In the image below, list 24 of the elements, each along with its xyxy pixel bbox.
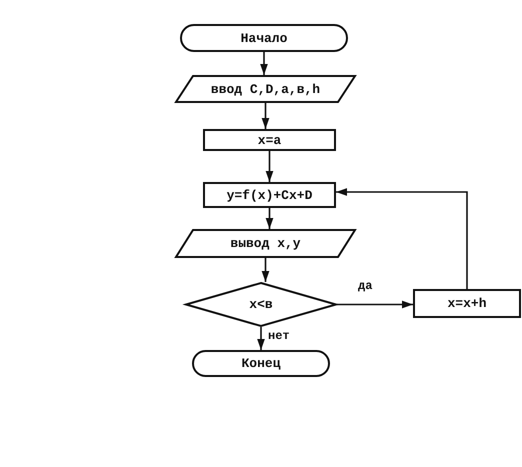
process-box [413,289,521,318]
node-text: y=f(x)+Cx+D [226,188,312,202]
arrow [336,188,468,289]
node-text: вывод x,y [230,236,301,251]
node-text: x<в [249,297,273,312]
arrow [262,103,270,129]
arrow [262,258,270,282]
node-text: ввод C,D,a,в,h [210,82,320,96]
arrow [257,327,265,350]
process-box [203,129,336,151]
terminal-box [180,24,348,52]
decision-diamond [185,282,337,327]
io-parallelogram [175,75,356,103]
node-text: Конец [241,356,280,371]
arrow [266,208,274,229]
node-text: Начало [240,30,288,46]
process-box [203,182,336,208]
arrow [266,151,274,182]
arrow [260,52,268,75]
terminal-box [192,350,330,377]
node-text: x=x+h [447,296,486,311]
node-text: x=a [258,132,282,148]
arrow [337,300,413,308]
io-parallelogram [175,229,356,258]
